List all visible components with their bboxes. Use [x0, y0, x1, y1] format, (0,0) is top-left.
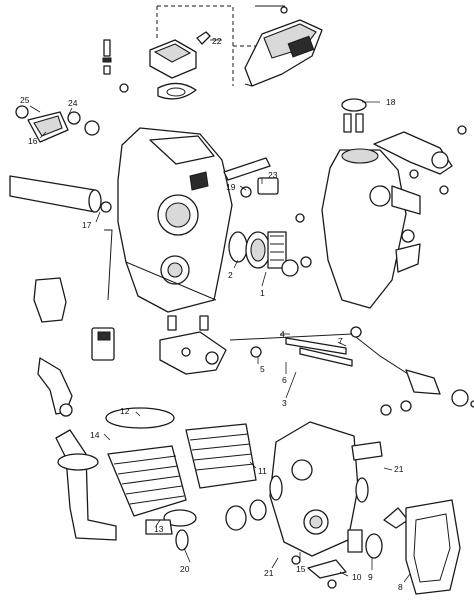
callout-9: 9	[368, 572, 373, 582]
callout-8: 8	[398, 582, 403, 592]
callout-25: 25	[20, 95, 30, 105]
callout-15: 15	[296, 564, 306, 574]
callout-17: 17	[82, 220, 92, 230]
callout-19: 19	[226, 182, 236, 192]
exhaust-hose-bellows	[37, 357, 257, 551]
shift-shaft-assembly	[9, 105, 112, 213]
bearing-gear-assembly	[223, 157, 312, 277]
callout-2: 2	[228, 270, 233, 280]
left-gasket	[33, 277, 67, 323]
callout-24: 24	[68, 98, 78, 108]
callout-22: 22	[212, 36, 222, 46]
leader-lines	[29, 39, 411, 583]
lower-bearing-housing	[225, 400, 412, 589]
callout-3: 3	[282, 398, 287, 408]
gasket-8	[405, 499, 461, 595]
callout-7: 7	[338, 336, 343, 346]
callout-6: 6	[282, 375, 287, 385]
callout-12: 12	[120, 406, 130, 416]
callout-10: 10	[352, 572, 362, 582]
right-gear-housing	[321, 98, 467, 309]
callout-18: 18	[386, 97, 396, 107]
callout-1: 1	[260, 288, 265, 298]
callout-4: 4	[280, 329, 285, 339]
callout-13: 13	[154, 524, 164, 534]
callout-23: 23	[268, 170, 278, 180]
callout-11: 11	[258, 466, 267, 476]
callout-5: 5	[260, 364, 265, 374]
callout-16: 16	[28, 136, 38, 146]
callout-21-upper: 21	[394, 464, 404, 474]
callout-14: 14	[90, 430, 100, 440]
callout-20: 20	[180, 564, 190, 574]
callout-21-lower: 21	[264, 568, 274, 578]
top-cover-assembly	[102, 5, 323, 100]
callouts: 22 25 24 16 18 19 23 17 2 1 4 5 7 6 3 12…	[20, 36, 404, 592]
left-gear-housing	[104, 127, 233, 313]
shift-linkage-assembly	[91, 315, 474, 408]
